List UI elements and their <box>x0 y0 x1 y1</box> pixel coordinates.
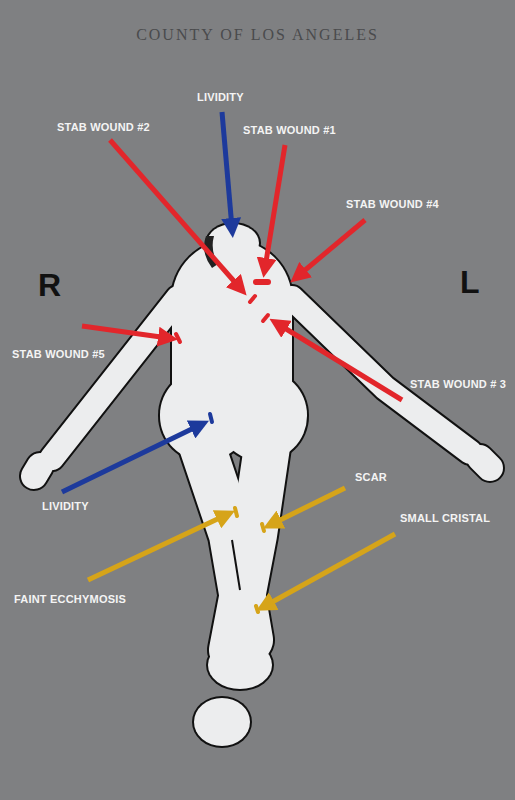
callout-label: SCAR <box>355 471 387 484</box>
callout-label: LIVIDITY <box>197 91 244 104</box>
callout-label: LIVIDITY <box>42 500 89 513</box>
body-outline <box>34 258 490 650</box>
callout-label: SMALL CRISTAL <box>400 512 490 525</box>
side-marker: R <box>38 266 61 304</box>
side-marker: L <box>460 263 480 301</box>
callout-label: STAB WOUND #4 <box>346 198 439 211</box>
callout-label: STAB WOUND #5 <box>12 348 105 361</box>
title: COUNTY OF LOS ANGELES <box>0 26 515 44</box>
body-fill <box>34 258 490 650</box>
callout-label: STAB WOUND #1 <box>243 124 336 137</box>
callout-label: STAB WOUND #2 <box>57 121 150 134</box>
wound-marks <box>176 282 268 612</box>
callout-label: STAB WOUND # 3 <box>410 378 506 391</box>
leader-arrows <box>62 112 402 606</box>
callout-label: FAINT ECCHYMOSIS <box>14 593 126 606</box>
